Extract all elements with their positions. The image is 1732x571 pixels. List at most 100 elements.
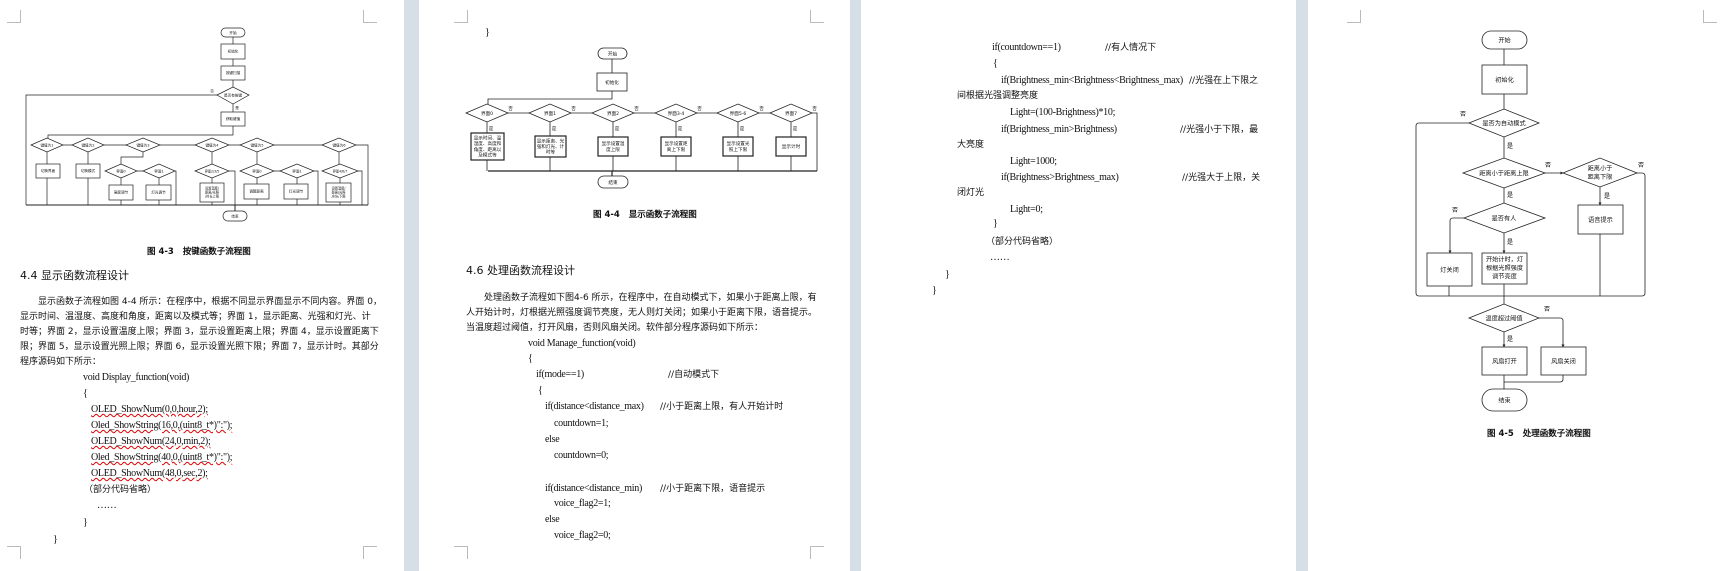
code-line: if(Brightness>Brightness_max) <box>1001 172 1119 183</box>
lt-lower-label-1: 距离小于 <box>1588 165 1613 173</box>
code-line: （部分代码省略） <box>986 237 1059 247</box>
start-terminator <box>597 47 628 60</box>
init-label: 初始化 <box>605 79 619 86</box>
no-label: 否 <box>634 106 639 112</box>
timing-label-2: 根据光照强度 <box>1486 264 1523 272</box>
lt-lower-label-2: 距离下限 <box>1588 173 1613 181</box>
display-action-label: 时等 <box>546 149 556 156</box>
yes-label: 是 <box>1507 143 1513 150</box>
key-function-flowchart: 开始 初始化 按键扫描 是否有按键 否 是 获取键值 键值为1 键值为2 键值为… <box>25 27 369 222</box>
voice-box <box>1577 204 1624 235</box>
screen0-label: 界面0 <box>116 169 126 174</box>
screen235-decision <box>194 163 230 179</box>
yes-label: 是 <box>1507 336 1513 343</box>
display-action-label: 显示设置距 <box>665 140 688 147</box>
code-line: } <box>53 534 58 545</box>
screen1-decision-b <box>279 163 315 179</box>
code-line: Light=(100-Brightness)*10; <box>1010 107 1116 118</box>
switch-screen-label: 切换界面 <box>41 168 56 173</box>
init-box <box>220 43 246 60</box>
no-label: 否 <box>1545 162 1551 169</box>
timing-label-3: 调节亮度 <box>1492 273 1517 281</box>
code-line: { <box>83 388 88 399</box>
init-label: 初始化 <box>228 49 239 54</box>
paragraph-line: 显示函数子流程如图 4-4 所示：在程序中，根据不同显示界面显示不同内容。界面 … <box>38 297 383 307</box>
yes-label: 是 <box>740 126 745 132</box>
corner-mark <box>1703 10 1717 23</box>
code-line: Oled_ShowString(40,0,(uint8_t*)":"); <box>91 452 233 463</box>
code-line: if(distance<distance_min) <box>545 483 642 494</box>
screen-decision <box>464 103 510 123</box>
display-action-label: 显示设置光 <box>727 140 750 147</box>
set-upper-box <box>199 182 225 203</box>
lt-upper-decision <box>1461 157 1547 189</box>
init-box <box>596 72 628 92</box>
display-action-label: 湿度、高度和 <box>474 140 502 147</box>
display-action-label: 显示时间、温 <box>474 135 502 142</box>
timing-label-1: 开始计时，灯 <box>1486 256 1523 264</box>
code-comment: //小于距离上限，有人开始计时 <box>660 402 784 412</box>
no-label: 否 <box>759 106 764 112</box>
key4-label: 键值为4 <box>205 143 219 148</box>
screen-decision <box>590 103 636 123</box>
code-line: if(Brightness_min<Brightness<Brightness_… <box>1001 75 1183 86</box>
display-action-label: 照上下限 <box>729 146 748 153</box>
is-auto-label: 是否为自动模式 <box>1482 120 1525 128</box>
screen-label: 界面2 <box>607 111 619 117</box>
start-label: 开始 <box>608 51 618 58</box>
display-action-box <box>470 132 505 161</box>
corner-mark <box>1347 10 1361 23</box>
code-comment: （部分代码省略） <box>84 485 157 495</box>
timing-box <box>1481 252 1528 285</box>
code-line: 大亮度 <box>957 140 985 150</box>
key4-decision <box>194 137 230 153</box>
manage-function-flowchart: 开始 初始化 是否为自动模式 否 是 距离小于距离上限 否 距离小于 距离下限 … <box>1415 30 1646 412</box>
no-label: 否 <box>210 89 214 93</box>
code-line: void Display_function(void) <box>83 372 190 383</box>
key1-decision <box>30 137 64 153</box>
lt-upper-label: 距离小于距离上限 <box>1479 170 1529 178</box>
paragraph-line: 当温度超过阈值，打开风扇，否则风扇关闭。软件部分程序源码如下所示： <box>466 323 764 333</box>
key3-decision <box>125 137 161 153</box>
light-adjust-label: 灯光调节 <box>151 190 166 195</box>
corner-mark <box>810 10 824 23</box>
code-line: } <box>945 269 950 280</box>
code-line: } <box>83 517 88 528</box>
end-terminator <box>1481 388 1528 412</box>
code-line: void Manage_function(void) <box>528 338 636 349</box>
corner-mark <box>7 546 21 559</box>
key3-label: 键值为3 <box>136 143 149 148</box>
distance-adjust-box <box>243 183 270 200</box>
screen-decision <box>715 103 761 123</box>
display-action-box <box>722 136 754 157</box>
no-label: 否 <box>1544 306 1550 313</box>
init-box <box>1481 64 1528 95</box>
light-adjust-box <box>145 184 172 201</box>
code-line: { <box>538 385 543 396</box>
code-line: { <box>993 58 998 69</box>
corner-mark <box>7 10 21 23</box>
key6-label: 键值为6 <box>332 143 346 148</box>
end-label: 结束 <box>231 213 239 218</box>
has-person-decision <box>1462 202 1547 234</box>
switch-mode-label: 切换模式 <box>81 168 96 173</box>
end-terminator <box>222 210 248 222</box>
key2-label: 键值为2 <box>81 143 94 148</box>
screen467-label: 界面4/6/7 <box>333 170 348 174</box>
code-line: Light=1000; <box>1010 156 1057 167</box>
screen-label: 界面1 <box>544 111 556 117</box>
temp-over-label: 温度超过阈值 <box>1485 315 1522 323</box>
section-heading-4-4: 4.4 显示函数流程设计 <box>20 269 129 282</box>
corner-mark <box>810 546 824 559</box>
code-line: OLED_ShowNum(24,0,min,2); <box>91 436 211 447</box>
yes-label: 是 <box>489 126 494 132</box>
section-heading-4-6: 4.6 处理函数流程设计 <box>466 264 575 277</box>
screen-decision <box>527 103 573 123</box>
screen-label: 界面7 <box>785 111 797 117</box>
fan-off-box <box>1540 346 1587 376</box>
code-line: …… <box>990 252 1010 263</box>
no-label: 否 <box>812 106 817 112</box>
code-comment: //有人情况下 <box>1105 43 1157 53</box>
start-terminator <box>1481 30 1528 50</box>
